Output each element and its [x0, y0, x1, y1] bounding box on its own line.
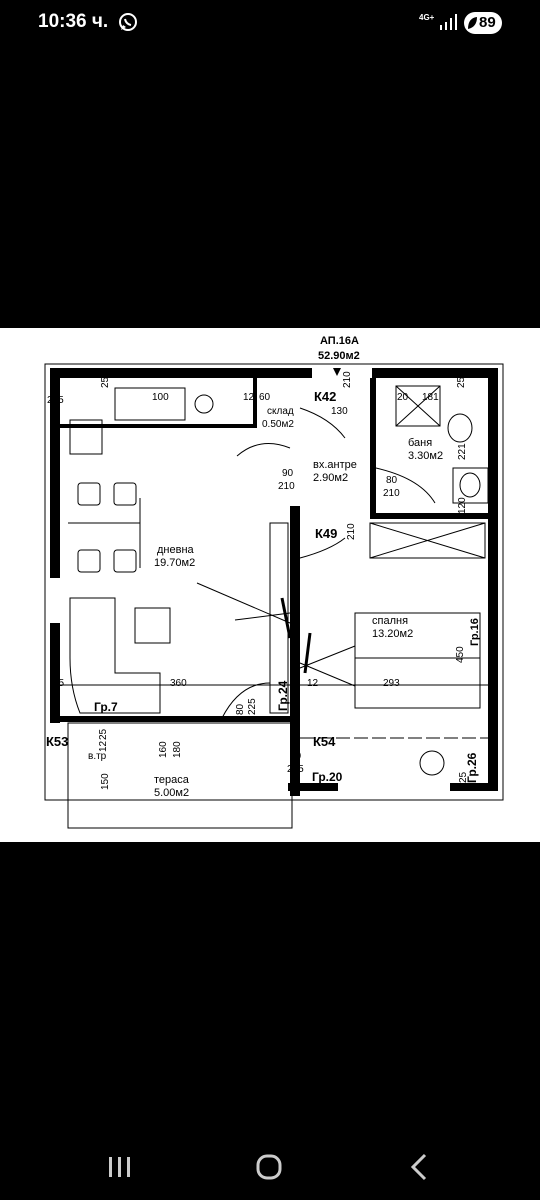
dim: 20: [397, 392, 409, 403]
back-icon[interactable]: [400, 1150, 440, 1184]
dim: 12: [307, 678, 319, 689]
clock: 10:36 ч.: [38, 11, 109, 32]
battery-indicator: 89: [464, 12, 502, 34]
image-viewer[interactable]: АП.16А 52.90м2 дневна 19.70м2 склад 0.50…: [0, 328, 540, 842]
dim: 25: [98, 728, 109, 740]
living-room-area: 19.70м2: [154, 557, 195, 569]
walls: [50, 368, 498, 796]
dim: 25: [456, 376, 467, 388]
code-k54: К54: [313, 734, 336, 749]
dim: 25: [458, 771, 469, 783]
whatsapp-icon: [119, 13, 137, 31]
bedroom-area: 13.20м2: [372, 628, 413, 640]
dim: 293: [383, 678, 400, 689]
dim: 225: [287, 764, 304, 775]
dim: 150: [100, 773, 111, 790]
code-gr7: Гр.7: [94, 700, 118, 714]
dim: 210: [383, 488, 400, 499]
bathroom-name: баня: [408, 437, 432, 449]
battery-level: 89: [479, 14, 496, 31]
dim: 210: [346, 523, 357, 540]
dim: 120: [457, 497, 468, 514]
dim: 60: [259, 392, 271, 403]
leaf-icon: [468, 17, 477, 29]
status-bar: 10:36 ч. 4G+ 89: [0, 0, 540, 48]
navigation-bar: [0, 1130, 540, 1200]
vertical-dimensions: 25 210 25 221 120 210 450 80 225 25 12 1…: [98, 371, 469, 790]
dim: 225: [47, 395, 64, 406]
entrance-arrow-icon: [333, 368, 341, 376]
dim: 12: [98, 740, 109, 752]
code-k42: К42: [314, 389, 336, 404]
code-vtr: в.тр: [88, 751, 107, 762]
hallway-area: 2.90м2: [313, 472, 348, 484]
terrace-area: 5.00м2: [154, 787, 189, 799]
signal-icon: [440, 14, 457, 30]
dim: 90: [282, 468, 294, 479]
dim: 160: [158, 741, 169, 758]
storage-name: склад: [267, 406, 294, 417]
dim: 210: [342, 371, 353, 388]
code-k53: К53: [46, 734, 68, 749]
living-room-name: дневна: [157, 544, 195, 556]
dim: 181: [422, 392, 439, 403]
dim: 25: [53, 678, 65, 689]
thin-lines: [44, 363, 504, 829]
dim: 12: [243, 392, 255, 403]
code-k49: К49: [315, 526, 337, 541]
dim: 100: [152, 392, 169, 403]
dim: 80: [235, 703, 246, 715]
dim: 221: [457, 443, 468, 460]
terrace-name: тераса: [154, 774, 190, 786]
code-gr16: Гр.16: [469, 618, 481, 646]
floor-plan: АП.16А 52.90м2 дневна 19.70м2 склад 0.50…: [44, 335, 504, 829]
bedroom-name: спалня: [372, 615, 408, 627]
recents-icon[interactable]: [99, 1150, 139, 1184]
door-leaves: [280, 597, 312, 674]
hallway-name: вх.антре: [313, 459, 357, 471]
dim: 25: [100, 376, 111, 388]
dim: 80: [386, 475, 398, 486]
dim: 225: [247, 698, 258, 715]
dim: 130: [331, 406, 348, 417]
apartment-number: АП.16А: [320, 335, 359, 347]
code-gr24: Гр.24: [276, 680, 290, 711]
code-gr20: Гр.20: [312, 770, 343, 784]
dim: 360: [170, 678, 187, 689]
bathroom-area: 3.30м2: [408, 450, 443, 462]
storage-area: 0.50м2: [262, 419, 294, 430]
dimensions: 225 100 12 60 130 20 181 90 210 80 210 2…: [47, 392, 439, 775]
network-type: 4G+: [419, 13, 435, 22]
apartment-area: 52.90м2: [318, 350, 360, 362]
home-icon[interactable]: [249, 1150, 289, 1184]
dim: 210: [278, 481, 295, 492]
dim: 180: [172, 741, 183, 758]
dim: 80: [290, 751, 302, 762]
code-gr26: Гр.26: [465, 752, 479, 783]
dim: 450: [455, 646, 466, 663]
